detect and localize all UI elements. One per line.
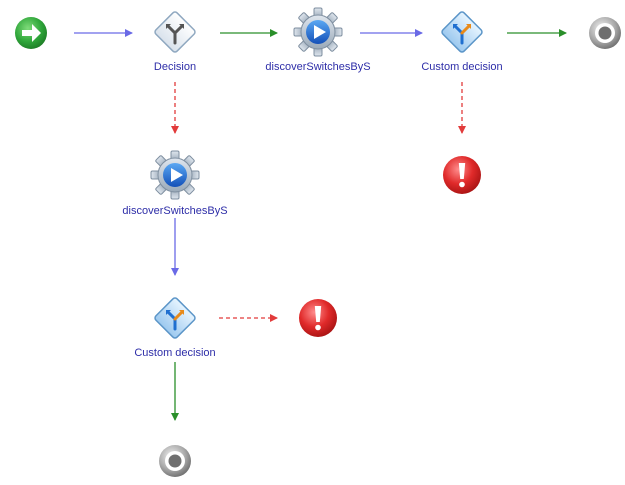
custom-decision-node[interactable]: Custom decision [421,9,503,73]
green-arrow-icon [15,17,47,49]
custom-decision-label: Custom decision [421,61,502,73]
decision-node[interactable]: Decision [152,9,198,73]
end-branch-node[interactable] [159,445,191,477]
error-exclamation-icon [443,156,481,194]
custom-decision-icon [152,295,198,341]
error-branch-node[interactable] [299,299,337,337]
end-target-icon [159,445,191,477]
end-target-icon [589,17,621,49]
gear-play-icon [150,150,200,200]
decision-diamond-icon [152,9,198,55]
gear-play-icon [293,7,343,57]
discover-label: discoverSwitchesByS [265,61,370,73]
custom-decision-branch-label: Custom decision [134,347,215,359]
discover-branch-label: discoverSwitchesByS [122,205,227,217]
error-node[interactable] [443,156,481,194]
decision-label: Decision [154,61,196,73]
custom-decision-branch-node[interactable]: Custom decision [134,295,216,359]
discover-node[interactable]: discoverSwitchesByS [265,7,371,73]
error-exclamation-icon [299,299,337,337]
discover-branch-node[interactable]: discoverSwitchesByS [122,150,228,217]
start-node[interactable] [15,17,47,49]
end-node[interactable] [589,17,621,49]
custom-decision-icon [439,9,485,55]
